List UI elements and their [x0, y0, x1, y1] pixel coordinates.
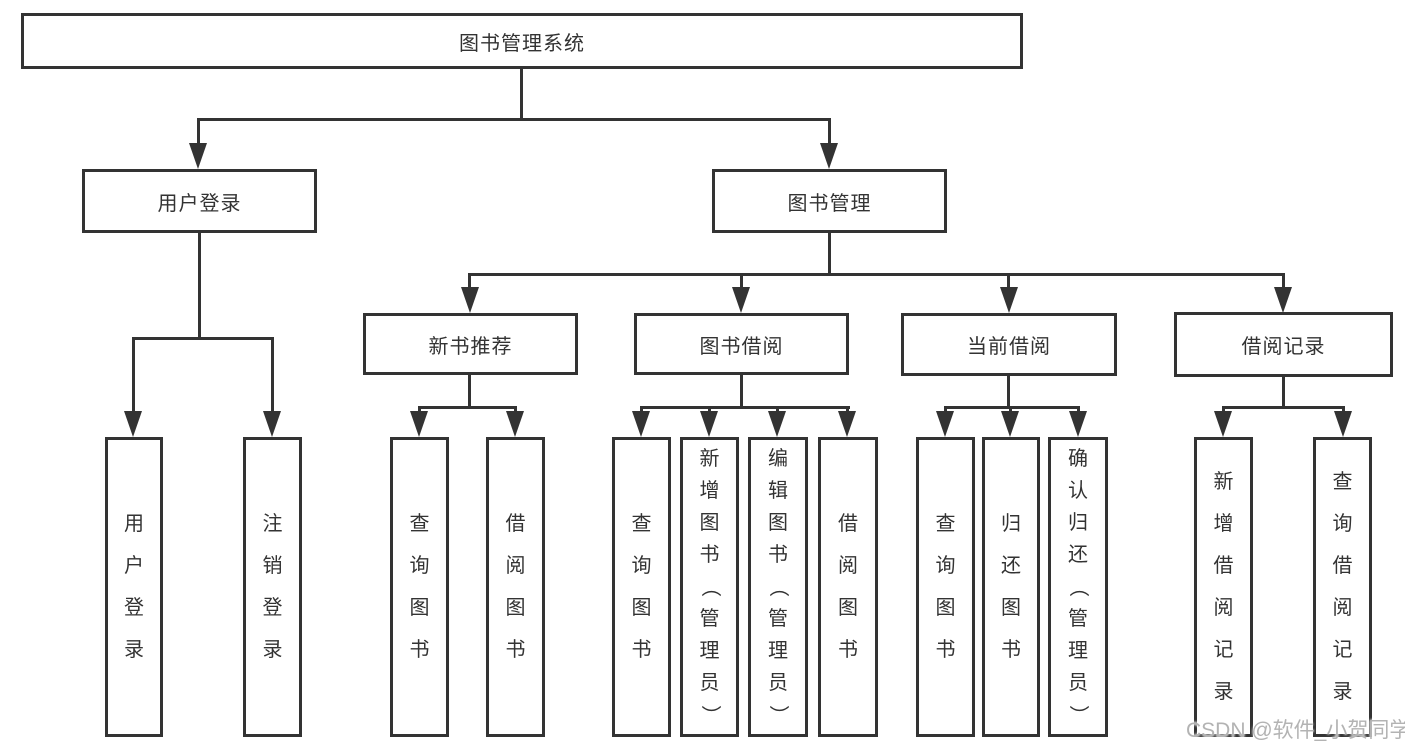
- connector-level2-bus: [197, 118, 831, 121]
- leaf-add-book-admin: 新增图书（管理员）: [680, 437, 739, 737]
- connector-book-mgmt-stem: [828, 233, 831, 273]
- connector-level3-drop: [1007, 273, 1010, 289]
- connector-current-bus: [944, 406, 1080, 409]
- arrowhead-down-icon: [1000, 287, 1018, 313]
- arrowhead-down-icon: [1001, 411, 1019, 437]
- arrowhead-down-icon: [768, 411, 786, 437]
- leaf-add-borrow-record-label: 新增借阅记录: [1213, 471, 1234, 703]
- node-new-book-recommend: 新书推荐: [363, 313, 578, 375]
- leaf-query-book-recommend-label: 查询图书: [409, 513, 430, 661]
- arrowhead-down-icon: [936, 411, 954, 437]
- arrowhead-down-icon: [700, 411, 718, 437]
- leaf-query-book-current-label: 查询图书: [935, 513, 956, 661]
- leaf-return-book: 归还图书: [982, 437, 1040, 737]
- connector-leaf-drop: [1009, 406, 1012, 414]
- arrowhead-down-icon: [1274, 287, 1292, 313]
- connector-leaf-drop: [640, 406, 643, 414]
- leaf-logout-login: 注销登录: [243, 437, 302, 737]
- node-current-borrow-label: 当前借阅: [967, 336, 1051, 358]
- arrowhead-down-icon: [506, 411, 524, 437]
- connector-level3-drop: [1282, 273, 1285, 289]
- leaf-borrow-book-label: 借阅图书: [838, 513, 858, 661]
- leaf-borrow-book: 借阅图书: [818, 437, 878, 737]
- connector-borrow-stem: [740, 375, 743, 406]
- leaf-edit-book-admin: 编辑图书（管理员）: [748, 437, 808, 737]
- connector-user-login-bus: [132, 337, 274, 340]
- node-book-borrow: 图书借阅: [634, 313, 849, 375]
- leaf-query-book-recommend: 查询图书: [390, 437, 449, 737]
- arrowhead-down-icon: [410, 411, 428, 437]
- connector-current-stem: [1007, 376, 1010, 406]
- arrowhead-down-icon: [1214, 411, 1232, 437]
- connector-leaf-drop: [1342, 406, 1345, 414]
- connector-recommend-stem: [468, 375, 471, 406]
- leaf-confirm-return-admin: 确认归还（管理员）: [1048, 437, 1108, 737]
- node-borrow-record: 借阅记录: [1174, 312, 1393, 377]
- arrowhead-down-icon: [263, 411, 281, 437]
- node-borrow-record-label: 借阅记录: [1241, 336, 1326, 358]
- connector-user-login-stem: [198, 233, 201, 337]
- arrowhead-down-icon: [461, 287, 479, 313]
- leaf-query-book-borrow-label: 查询图书: [631, 513, 652, 661]
- leaf-query-borrow-record: 查询借阅记录: [1313, 437, 1372, 737]
- connector-leaf-drop: [132, 337, 135, 413]
- leaf-borrow-book-recommend: 借阅图书: [486, 437, 545, 737]
- connector-borrow-bus: [640, 406, 850, 409]
- arrowhead-down-icon: [820, 143, 838, 169]
- node-book-management: 图书管理: [712, 169, 947, 233]
- leaf-query-book-borrow: 查询图书: [612, 437, 671, 737]
- node-user-login-label: 用户登录: [157, 192, 242, 215]
- arrowhead-down-icon: [732, 287, 750, 313]
- connector-recommend-bus: [418, 406, 517, 409]
- node-root-label: 图书管理系统: [459, 32, 585, 55]
- leaf-query-borrow-record-label: 查询借阅记录: [1332, 471, 1353, 703]
- leaf-edit-book-admin-label: 编辑图书（管理员）: [767, 448, 789, 725]
- connector-level3-drop: [740, 273, 743, 289]
- connector-user-login-drop: [197, 118, 200, 146]
- connector-book-mgmt-drop: [828, 118, 831, 146]
- connector-leaf-drop: [708, 406, 711, 414]
- leaf-logout-login-label: 注销登录: [262, 513, 283, 661]
- node-book-management-label: 图书管理: [787, 192, 872, 215]
- connector-leaf-drop: [1077, 406, 1080, 414]
- connector-leaf-drop: [1222, 406, 1225, 414]
- leaf-confirm-return-admin-label: 确认归还（管理员）: [1067, 448, 1089, 725]
- connector-leaf-drop: [418, 406, 421, 414]
- node-new-book-recommend-label: 新书推荐: [428, 335, 513, 358]
- leaf-query-book-current: 查询图书: [916, 437, 975, 737]
- leaf-add-book-admin-label: 新增图书（管理员）: [698, 448, 721, 725]
- connector-leaf-drop: [846, 406, 849, 414]
- connector-leaf-drop: [944, 406, 947, 414]
- connector-level3-drop: [468, 273, 471, 289]
- leaf-user-login: 用户登录: [105, 437, 163, 737]
- node-user-login: 用户登录: [82, 169, 317, 233]
- connector-root-stem: [520, 69, 523, 121]
- connector-leaf-drop: [514, 406, 517, 414]
- arrowhead-down-icon: [1069, 411, 1087, 437]
- connector-level3-bus: [468, 273, 1285, 276]
- connector-leaf-drop: [271, 337, 274, 413]
- connector-record-bus: [1222, 406, 1345, 409]
- leaf-add-borrow-record: 新增借阅记录: [1194, 437, 1253, 737]
- arrowhead-down-icon: [189, 143, 207, 169]
- arrowhead-down-icon: [1334, 411, 1352, 437]
- arrowhead-down-icon: [124, 411, 142, 437]
- watermark: CSDN @软件_小贺同学: [1186, 719, 1405, 742]
- node-current-borrow: 当前借阅: [901, 313, 1117, 376]
- leaf-borrow-book-recommend-label: 借阅图书: [505, 513, 526, 661]
- arrowhead-down-icon: [632, 411, 650, 437]
- leaf-return-book-label: 归还图书: [1001, 513, 1021, 661]
- connector-record-stem: [1282, 377, 1285, 406]
- node-book-borrow-label: 图书借阅: [699, 335, 784, 358]
- leaf-user-login-label: 用户登录: [124, 513, 144, 661]
- connector-leaf-drop: [776, 406, 779, 414]
- arrowhead-down-icon: [838, 411, 856, 437]
- node-root: 图书管理系统: [21, 13, 1023, 69]
